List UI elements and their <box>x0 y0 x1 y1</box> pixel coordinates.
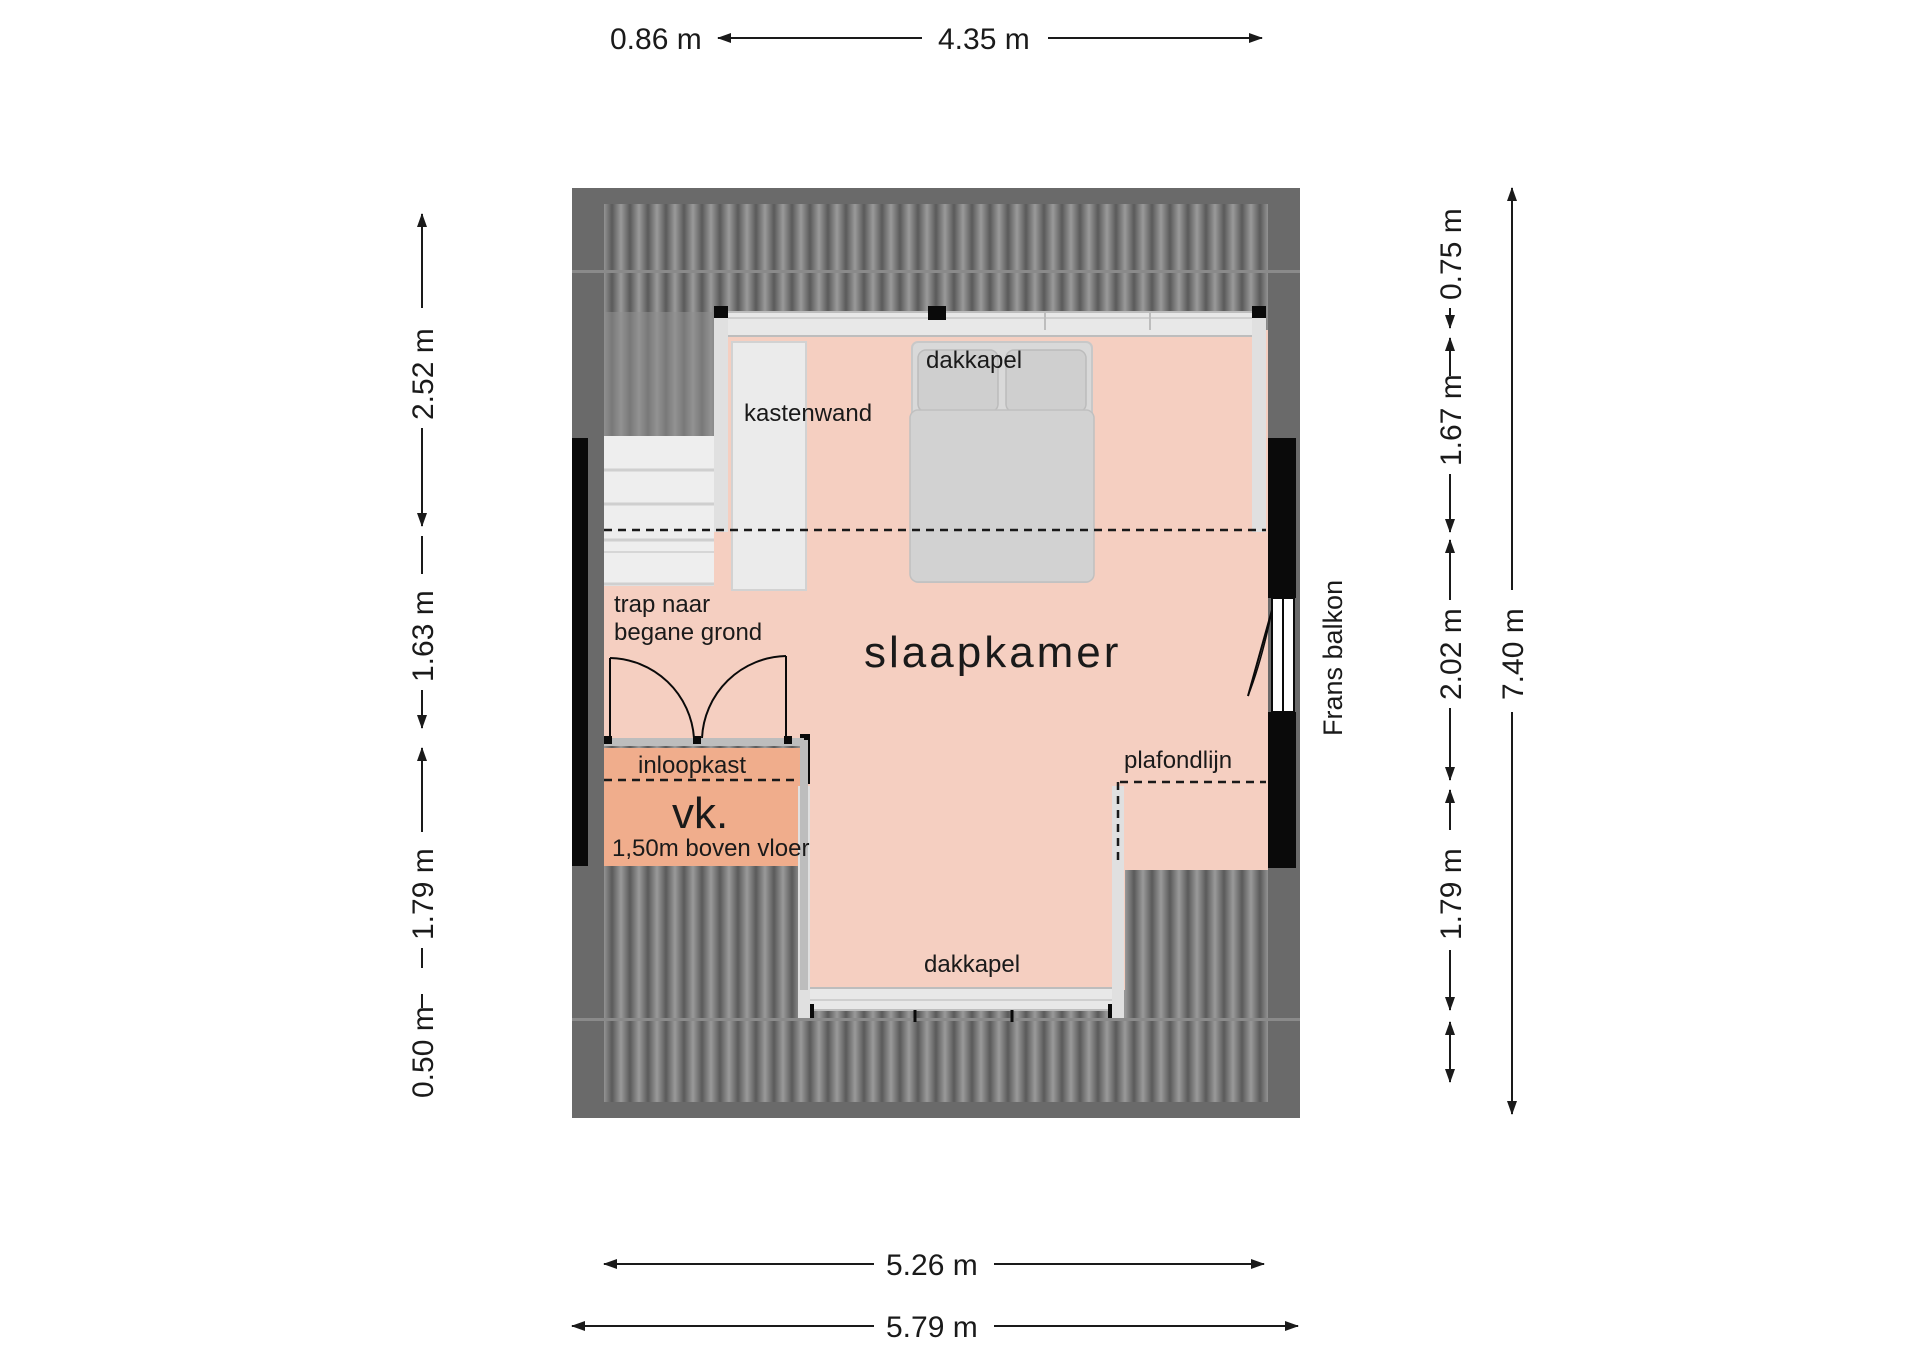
dim-left-2: 1.63 m <box>407 590 440 682</box>
dim-left-1: 2.52 m <box>407 328 440 420</box>
inloopkast-area <box>604 748 800 866</box>
label-inloopkast: inloopkast <box>638 752 746 779</box>
dim-left-4: 0.50 m <box>407 1006 440 1098</box>
dim-top-left: 0.86 m <box>610 23 702 56</box>
dim-right-3: 2.02 m <box>1435 608 1468 700</box>
label-kastenwand: kastenwand <box>744 400 872 427</box>
dim-right-total: 7.40 m <box>1497 608 1530 700</box>
dim-bottom-inner: 5.26 m <box>886 1249 978 1282</box>
ceiling-lines <box>604 528 1266 866</box>
label-slaapkamer: slaapkamer <box>864 628 1121 677</box>
label-dakkapel-bottom: dakkapel <box>924 951 1020 978</box>
dim-left-3: 1.79 m <box>407 848 440 940</box>
label-boven-vloer: 1,50m boven vloer <box>612 835 809 862</box>
dormer-top-window <box>714 306 1266 532</box>
dim-right-1: 0.75 m <box>1435 208 1468 300</box>
dim-right-4: 1.79 m <box>1435 848 1468 940</box>
kastenwand <box>731 341 807 591</box>
label-dakkapel-top: dakkapel <box>926 347 1022 374</box>
inloopkast-doors <box>604 655 792 744</box>
dim-right-2: 1.67 m <box>1435 374 1468 466</box>
dim-top-main: 4.35 m <box>938 23 1030 56</box>
dim-bottom-outer: 5.79 m <box>886 1311 978 1344</box>
label-vk: vk. <box>672 789 728 838</box>
bed <box>909 341 1095 583</box>
label-trap-line2: begane grond <box>614 619 762 646</box>
label-frans-balkon: Frans balkon <box>1318 580 1348 736</box>
label-trap-line1: trap naar <box>614 591 710 618</box>
label-plafondlijn: plafondlijn <box>1124 747 1232 774</box>
walls <box>572 438 1296 990</box>
frans-balkon-window <box>1247 597 1295 713</box>
staircase <box>604 436 714 586</box>
